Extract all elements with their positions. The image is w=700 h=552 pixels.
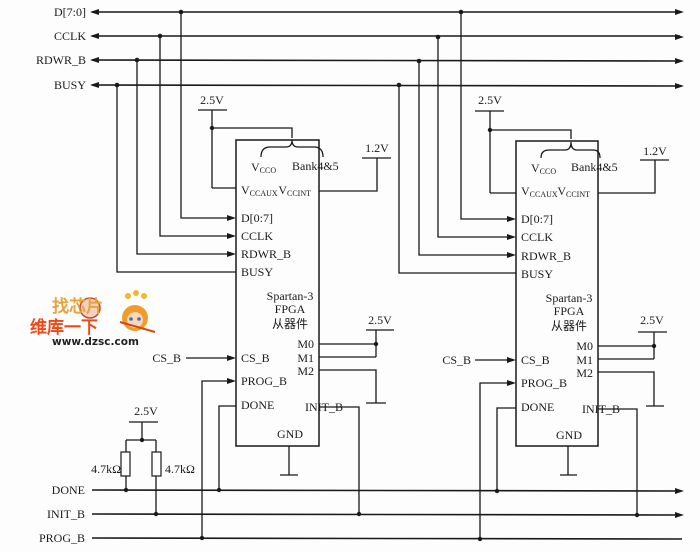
pin-cs-b: CS_B — [241, 351, 270, 365]
bottom-label-prog-b: PROG_B — [39, 531, 85, 545]
arrow-right-icon — [675, 58, 684, 64]
pin-cs-b: CS_B — [521, 353, 550, 367]
pin-cclk: CCLK — [241, 229, 273, 243]
resistor-r1-value: 4.7kΩ — [91, 462, 121, 476]
arrow-left-icon — [90, 33, 99, 39]
device-title-1: Spartan-3 — [267, 289, 314, 303]
pin-vccint: VCCINT — [278, 183, 311, 198]
pin-m2: M2 — [297, 364, 314, 378]
pin-gnd: GND — [277, 427, 303, 441]
pin-busy: BUSY — [521, 267, 553, 281]
bus-label-rdwr-b: RDWR_B — [36, 53, 86, 67]
arrow-right-icon — [675, 512, 684, 518]
watermark-line2: 维库一下 — [30, 317, 98, 338]
pin-m2: M2 — [576, 366, 593, 380]
pin-m1: M1 — [576, 353, 593, 367]
device-title-3: 从器件 — [272, 317, 308, 331]
pin-prog-b: PROG_B — [521, 376, 567, 390]
resistor-r2-value: 4.7kΩ — [165, 462, 195, 476]
bus-line-cclk: CCLK — [54, 29, 684, 43]
pin-vccaux: VCCAUX — [241, 183, 278, 198]
arrow-right-icon — [675, 9, 684, 15]
bus-line-rdwr-b: RDWR_B — [36, 53, 684, 67]
pin-busy: BUSY — [241, 265, 273, 279]
pin-vccaux: VCCAUX — [521, 184, 558, 199]
cs-b-input-label: CS_B — [152, 351, 181, 365]
device-title-3: 从器件 — [551, 319, 587, 333]
chip-logo-icon — [79, 297, 101, 319]
vcco-supply-label: 2.5V — [200, 93, 224, 107]
bank-brace — [540, 141, 601, 159]
bottom-line-prog-b: PROG_B — [39, 531, 683, 545]
pin-rdwr-b: RDWR_B — [241, 247, 291, 261]
fpga-2-body — [515, 140, 599, 447]
resistor-r1 — [120, 451, 131, 477]
pin-vcco: VCCO — [531, 161, 556, 176]
arrow-left-icon — [90, 57, 99, 63]
pin-gnd: GND — [556, 428, 582, 442]
bank-brace — [260, 139, 324, 158]
watermark-line1: 找芯片 — [52, 296, 103, 317]
vcco-supply-label: 2.5V — [478, 93, 502, 107]
pin-bank: Bank4&5 — [292, 159, 339, 173]
fpga-1-body — [235, 139, 320, 447]
bus-label-d: D[7:0] — [54, 5, 86, 19]
fpga-device-2: 2.5V VCCO Bank4&5 VCCAUX VCCINT D[0:7] C… — [396, 9, 669, 542]
fpga-device-1: 2.5V VCCO Bank4&5 VCCAUX VCCINT D[0:7] C… — [114, 9, 394, 541]
arrow-left-icon — [90, 9, 99, 15]
device-title-2: FPGA — [275, 302, 306, 316]
arrow-right-icon — [675, 488, 684, 494]
vccint-supply-label: 1.2V — [643, 144, 667, 158]
pin-m0: M0 — [576, 339, 593, 353]
pin-d: D[0:7] — [241, 211, 273, 225]
device-title-2: FPGA — [554, 304, 585, 318]
pullup-supply-label: 2.5V — [134, 404, 158, 418]
pullup-network: 2.5V 4.7kΩ 4.7kΩ — [91, 404, 195, 517]
device-title-1: Spartan-3 — [546, 291, 593, 305]
bus-label-busy: BUSY — [54, 78, 86, 92]
pin-vccint: VCCINT — [557, 184, 590, 199]
arrow-right-icon — [675, 34, 684, 40]
pin-done: DONE — [521, 400, 554, 414]
pin-rdwr-b: RDWR_B — [521, 249, 571, 263]
bus-line-busy: BUSY — [54, 78, 684, 92]
vccint-supply-label: 1.2V — [365, 141, 389, 155]
bottom-line-done: DONE — [52, 483, 684, 497]
pin-prog-b: PROG_B — [241, 374, 287, 388]
pin-d: D[0:7] — [521, 212, 553, 226]
cs-b-input-label: CS_B — [442, 353, 471, 367]
mode-supply-label: 2.5V — [368, 313, 392, 327]
watermark-logo: 找芯片 维库一下 www.dzsc.com — [30, 290, 156, 348]
pin-m1: M1 — [297, 351, 314, 365]
arrow-left-icon — [90, 82, 99, 88]
bus-line-d: D[7:0] — [54, 5, 684, 19]
mode-supply-label: 2.5V — [640, 313, 664, 327]
pin-vcco: VCCO — [251, 160, 276, 175]
pin-m0: M0 — [297, 337, 314, 351]
bus-label-cclk: CCLK — [54, 29, 86, 43]
bottom-line-init-b: INIT_B — [47, 507, 684, 521]
bottom-label-done: DONE — [52, 483, 85, 497]
pin-done: DONE — [241, 398, 274, 412]
pin-bank: Bank4&5 — [571, 160, 618, 174]
resistor-r2 — [151, 451, 162, 477]
arrow-right-icon — [675, 83, 684, 89]
bottom-label-init-b: INIT_B — [47, 507, 85, 521]
pin-cclk: CCLK — [521, 230, 553, 244]
watermark-url: www.dzsc.com — [52, 336, 139, 348]
